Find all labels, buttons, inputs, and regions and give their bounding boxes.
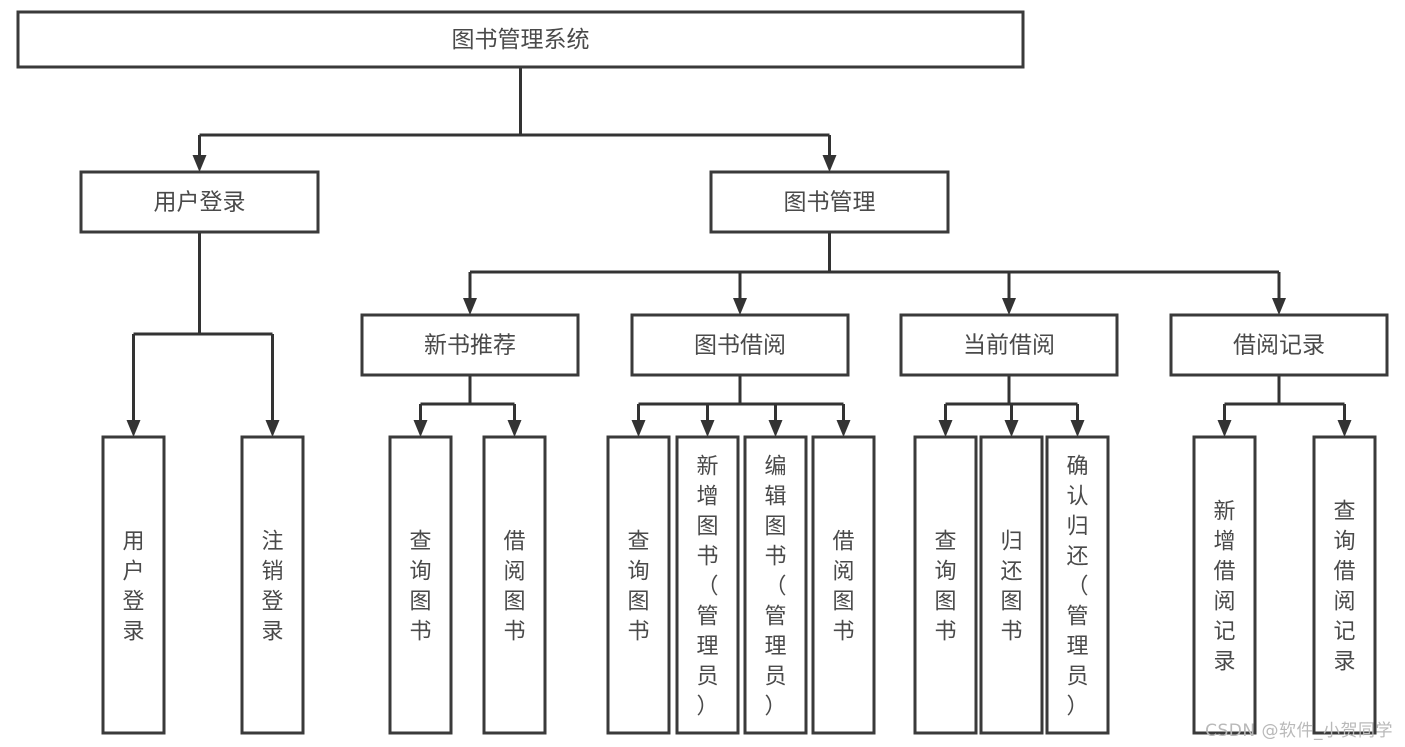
- node-user-logout-leaf[interactable]: 注销登录: [240, 435, 305, 735]
- node-label-user-login: 用户登录: [154, 190, 246, 216]
- node-query-borrow-record[interactable]: 查询借阅记录: [1312, 435, 1377, 735]
- arrow-head-icon: [700, 420, 715, 437]
- node-borrow-book-recommend[interactable]: 借阅图书: [482, 435, 547, 735]
- node-box-query-book-current: [913, 435, 978, 735]
- node-box-user-login-leaf: [101, 435, 166, 735]
- node-box-new-book-recommend: [360, 313, 580, 377]
- node-box-user-login: [79, 170, 320, 234]
- node-label-add-borrow-record: 新增借阅记录: [1213, 499, 1235, 674]
- node-root[interactable]: 图书管理系统: [16, 10, 1025, 69]
- node-label-edit-book-admin: 编辑图书（管理员）: [764, 454, 786, 719]
- arrow-head-icon: [192, 155, 207, 172]
- node-label-user-logout-leaf: 注销登录: [261, 529, 283, 644]
- node-label-confirm-return-admin: 确认归还（管理员）: [1066, 454, 1088, 719]
- node-query-book-current[interactable]: 查询图书: [913, 435, 978, 735]
- arrow-head-icon: [822, 155, 837, 172]
- node-boxes-layer: 图书管理系统用户登录图书管理新书推荐图书借阅当前借阅借阅记录用户登录注销登录查询…: [16, 10, 1389, 735]
- node-box-query-borrow-record: [1312, 435, 1377, 735]
- node-box-return-book: [979, 435, 1044, 735]
- arrow-head-icon: [1004, 420, 1019, 437]
- connector-current-borrow-to-leaves: [938, 375, 1085, 437]
- node-box-borrow-book-recommend: [482, 435, 547, 735]
- arrow-head-icon: [413, 420, 428, 437]
- connector-root-to-level2: [192, 67, 837, 172]
- connector-new-book-recommend-to-leaves: [413, 375, 522, 437]
- node-query-book-recommend[interactable]: 查询图书: [388, 435, 453, 735]
- arrow-head-icon: [631, 420, 646, 437]
- node-box-user-logout-leaf: [240, 435, 305, 735]
- connector-user-login-to-leaves: [126, 232, 280, 437]
- node-borrow-book[interactable]: 借阅图书: [811, 435, 876, 735]
- node-label-new-book-recommend: 新书推荐: [424, 333, 516, 359]
- node-label-current-borrow: 当前借阅: [963, 333, 1055, 359]
- node-label-book-manage: 图书管理: [784, 190, 876, 216]
- node-label-add-book-admin: 新增图书（管理员）: [696, 454, 718, 719]
- arrow-head-icon: [463, 298, 477, 315]
- node-label-borrow-book-recommend: 借阅图书: [503, 529, 525, 644]
- arrow-head-icon: [768, 420, 783, 437]
- arrow-head-icon: [1272, 298, 1286, 315]
- arrow-head-icon: [507, 420, 522, 437]
- node-box-edit-book-admin: [743, 435, 808, 735]
- arrow-head-icon: [733, 298, 747, 315]
- connector-edges-layer: [126, 67, 1352, 437]
- arrow-head-icon: [265, 420, 280, 437]
- node-label-borrow-record: 借阅记录: [1233, 333, 1325, 359]
- node-label-query-borrow-record: 查询借阅记录: [1333, 499, 1355, 674]
- node-box-add-borrow-record: [1192, 435, 1257, 735]
- arrow-head-icon: [938, 420, 953, 437]
- node-label-root: 图书管理系统: [452, 27, 590, 53]
- node-box-current-borrow: [899, 313, 1119, 377]
- connector-book-borrow-to-leaves: [631, 375, 851, 437]
- node-box-query-book-recommend: [388, 435, 453, 735]
- connector-borrow-record-to-leaves: [1217, 375, 1352, 437]
- node-label-book-borrow: 图书借阅: [694, 333, 786, 359]
- node-book-borrow[interactable]: 图书借阅: [630, 313, 850, 377]
- arrow-head-icon: [126, 420, 141, 437]
- arrow-head-icon: [1070, 420, 1085, 437]
- node-box-book-borrow: [630, 313, 850, 377]
- node-label-query-book-recommend: 查询图书: [409, 529, 431, 644]
- node-label-query-book-borrow: 查询图书: [627, 529, 649, 644]
- node-borrow-record[interactable]: 借阅记录: [1169, 313, 1389, 377]
- node-edit-book-admin[interactable]: 编辑图书（管理员）: [743, 435, 808, 735]
- node-box-confirm-return-admin: [1045, 435, 1110, 735]
- node-label-user-login-leaf: 用户登录: [122, 529, 144, 644]
- arrow-head-icon: [1217, 420, 1232, 437]
- node-box-borrow-book: [811, 435, 876, 735]
- node-box-add-book-admin: [675, 435, 740, 735]
- node-add-borrow-record[interactable]: 新增借阅记录: [1192, 435, 1257, 735]
- node-label-borrow-book: 借阅图书: [832, 529, 854, 644]
- node-label-return-book: 归还图书: [1000, 529, 1022, 644]
- node-query-book-borrow[interactable]: 查询图书: [606, 435, 671, 735]
- connector-book-manage-to-level3: [463, 232, 1286, 315]
- node-box-query-book-borrow: [606, 435, 671, 735]
- node-box-borrow-record: [1169, 313, 1389, 377]
- arrow-head-icon: [1002, 298, 1016, 315]
- node-book-manage[interactable]: 图书管理: [709, 170, 950, 234]
- node-user-login-leaf[interactable]: 用户登录: [101, 435, 166, 735]
- node-add-book-admin[interactable]: 新增图书（管理员）: [675, 435, 740, 735]
- node-box-book-manage: [709, 170, 950, 234]
- node-new-book-recommend[interactable]: 新书推荐: [360, 313, 580, 377]
- node-label-query-book-current: 查询图书: [934, 529, 956, 644]
- node-user-login[interactable]: 用户登录: [79, 170, 320, 234]
- node-box-root: [16, 10, 1025, 69]
- arrow-head-icon: [836, 420, 851, 437]
- node-confirm-return-admin[interactable]: 确认归还（管理员）: [1045, 435, 1110, 735]
- watermark-text: CSDN @软件_小贺同学: [1205, 721, 1393, 741]
- node-current-borrow[interactable]: 当前借阅: [899, 313, 1119, 377]
- arrow-head-icon: [1337, 420, 1352, 437]
- node-return-book[interactable]: 归还图书: [979, 435, 1044, 735]
